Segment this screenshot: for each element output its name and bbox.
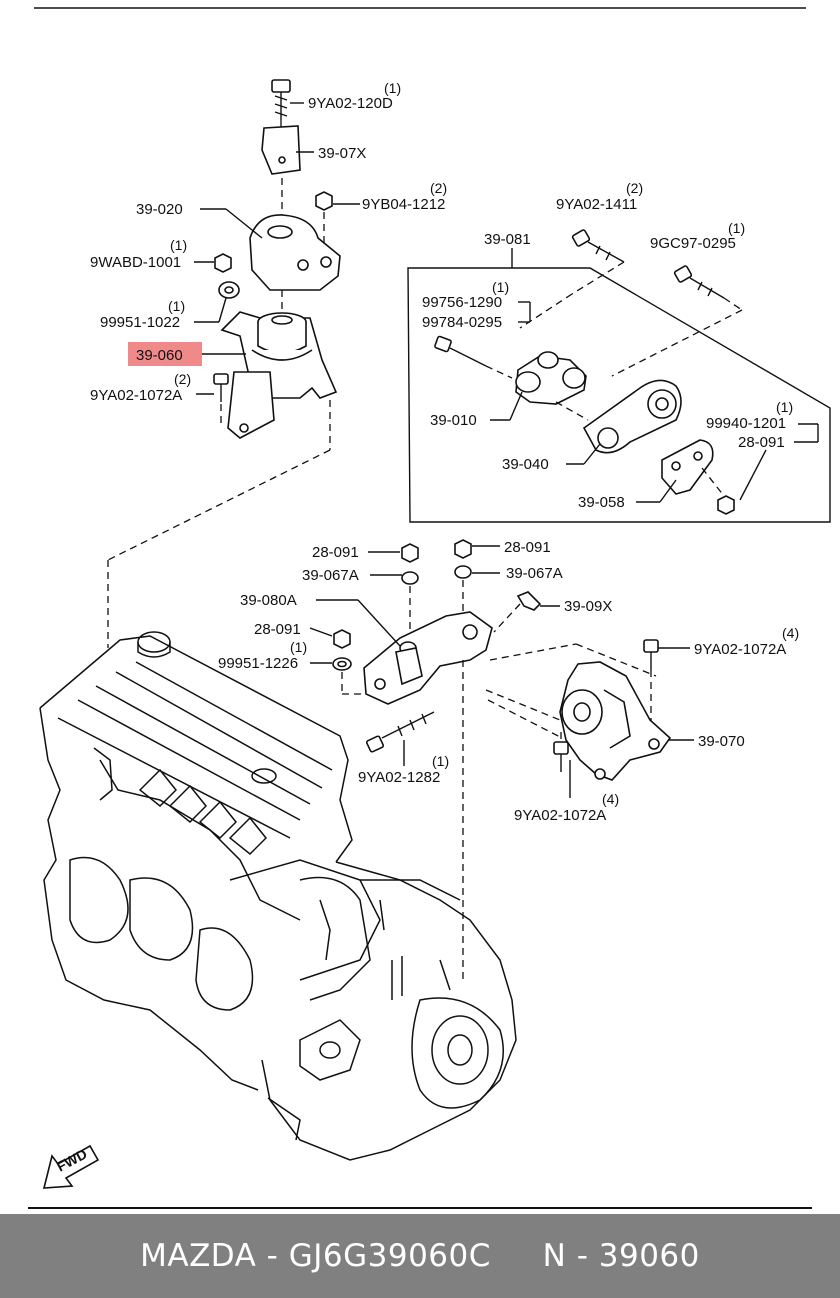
mount-bracket-39-080a: [363, 611, 493, 705]
qty-9ya02-1072a-left: (2): [174, 371, 191, 387]
label-9yb04-1212: 9YB04-1212: [362, 196, 445, 213]
mount-cover-39-020: [249, 214, 341, 291]
label-9ya02-120d: 9YA02-120D: [308, 95, 393, 112]
nut-9yb04-1212: [315, 191, 333, 250]
bushing-39-010: [515, 351, 587, 405]
label-39-067a-right: 39-067A: [506, 565, 563, 582]
label-39-067a-left: 39-067A: [302, 567, 359, 584]
fwd-direction-arrow: FWD: [42, 1144, 100, 1189]
label-9gc97-0295: 9GC97-0295: [650, 235, 736, 252]
label-99756-1290: 99756-1290: [422, 294, 502, 311]
engine-mount-exploded-diagram: FWD: [34, 7, 831, 1189]
label-9ya02-1072a-left: 9YA02-1072A: [90, 387, 182, 404]
washer-99951-1226: [332, 657, 352, 671]
qty-99951-1226: (1): [290, 639, 307, 655]
clip-39-09x: [516, 591, 542, 611]
qty-99940-1201: (1): [776, 399, 793, 415]
label-9wabd-1001: 9WABD-1001: [90, 254, 181, 271]
label-9ya02-1072a-top-right: 9YA02-1072A: [694, 641, 786, 658]
label-39-060: 39-060: [136, 347, 183, 364]
label-99951-1022: 99951-1022: [100, 314, 180, 331]
qty-9gc97-0295: (1): [728, 220, 745, 236]
bolt-9ya02-1282: [365, 711, 435, 753]
label-28-091-left: 28-091: [254, 621, 301, 638]
bolt-9gc97-0295: [673, 265, 725, 299]
engine-mount-39-060: [220, 311, 338, 439]
qty-9ya02-1072a-bottom-right: (4): [602, 791, 619, 807]
qty-9ya02-1072a-top-right: (4): [782, 625, 799, 641]
label-9ya02-1282: 9YA02-1282: [358, 769, 440, 786]
highlight-39-060: [128, 342, 202, 366]
label-39-07x: 39-07X: [318, 145, 366, 162]
qty-9ya02-1282: (1): [432, 753, 449, 769]
bolt-9ya02-1072a-bottom-right: [553, 741, 569, 772]
nut-9wabd-1001: [214, 253, 232, 273]
label-9ya02-1072a-bottom-right: 9YA02-1072A: [514, 807, 606, 824]
engine-assembly-drawing: [39, 631, 517, 1161]
qty-9ya02-1411: (2): [626, 180, 643, 196]
label-28-091-right-top: 28-091: [504, 539, 551, 556]
label-28-091-left-top: 28-091: [312, 544, 359, 561]
footer-divider: [28, 1207, 812, 1209]
label-39-080a: 39-080A: [240, 592, 297, 609]
label-99784-0295: 99784-0295: [422, 314, 502, 331]
label-99951-1226: 99951-1226: [218, 655, 298, 672]
washer-39-067a-right: [454, 565, 472, 579]
mount-39-070: [559, 661, 672, 781]
bolt-99756-1290: [434, 335, 487, 367]
label-39-020: 39-020: [136, 201, 183, 218]
label-28-091-box: 28-091: [738, 434, 785, 451]
washer-39-067a-left: [401, 571, 419, 585]
nut-28-091-right-top: [454, 539, 472, 559]
leader-lines: [194, 102, 819, 798]
label-9ya02-1411: 9YA02-1411: [556, 196, 637, 213]
label-39-058: 39-058: [578, 494, 625, 511]
label-39-040: 39-040: [502, 456, 549, 473]
torque-mount-detail-box: [407, 267, 831, 523]
qty-99951-1022: (1): [168, 298, 185, 314]
bolt-9ya02-1072a-left: [213, 373, 229, 428]
nut-28-091-left: [333, 629, 351, 649]
label-99940-1201: 99940-1201: [706, 415, 786, 432]
qty-9wabd-1001: (1): [170, 237, 187, 253]
bolt-9ya02-1411: [571, 229, 625, 263]
bracket-39-058: [661, 439, 714, 495]
bracket-39-07x: [261, 125, 301, 175]
qty-99756-1290: (1): [492, 279, 509, 295]
washer-99951-1022: [218, 281, 240, 299]
qty-9ya02-120d: (1): [384, 80, 401, 96]
qty-9yb04-1212: (2): [430, 180, 447, 196]
bolt-9ya02-120d: [271, 79, 291, 120]
nut-28-091-left-top: [401, 543, 419, 563]
label-39-09x: 39-09X: [564, 598, 612, 615]
torque-rod-39-040: [582, 379, 682, 454]
bolt-9ya02-1072a-top-right: [643, 639, 659, 670]
label-39-081: 39-081: [484, 231, 531, 248]
part-number-caption: MAZDA - GJ6G39060C N - 39060: [140, 1238, 700, 1274]
label-39-010: 39-010: [430, 412, 477, 429]
nut-28-091-box: [717, 495, 735, 515]
label-39-070: 39-070: [698, 733, 745, 750]
footer-bar: MAZDA - GJ6G39060C N - 39060: [0, 1214, 840, 1298]
